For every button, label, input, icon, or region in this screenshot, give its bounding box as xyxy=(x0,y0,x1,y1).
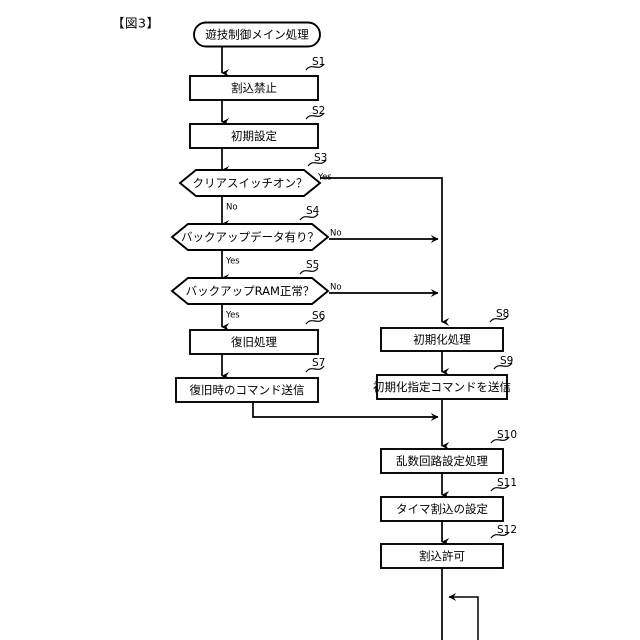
loop-back-connector xyxy=(448,592,479,640)
node-start: 遊技制御メイン処理 xyxy=(193,21,321,48)
s2-box-shape xyxy=(189,123,319,149)
node-s5: バックアップRAM正常？ S5 No Yes xyxy=(170,259,342,321)
s8-label: 初期化処理 xyxy=(413,333,471,347)
s3-no-branch-label: No xyxy=(226,203,238,213)
s11-step-label: S11 xyxy=(497,477,517,489)
s9-step-label: S9 xyxy=(500,355,513,367)
s8-step-label: S8 xyxy=(496,308,509,320)
s2-label: 初期設定 xyxy=(231,129,277,143)
s1-box-shape xyxy=(189,75,319,101)
s5-leader-line xyxy=(299,267,319,275)
s12-step-label: S12 xyxy=(497,524,517,536)
node-s1: 割込禁止 S1 xyxy=(189,56,325,101)
node-s7: 復旧時のコマンド送信 S7 xyxy=(175,357,325,403)
s4-step-label: S4 xyxy=(306,205,320,217)
s9-leader-line xyxy=(493,362,513,370)
node-s11: タイマ割込の設定 S11 xyxy=(380,477,517,522)
s4-decision-shape xyxy=(170,223,330,251)
s6-step-label: S6 xyxy=(312,310,326,322)
node-s6: 復旧処理 S6 xyxy=(189,310,326,355)
s4-yes-branch-label: Yes xyxy=(225,257,240,267)
edge-s7-to-s10-trunk xyxy=(252,402,439,422)
s1-label: 割込禁止 xyxy=(231,81,277,95)
s3-decision-shape xyxy=(178,169,322,197)
node-s2: 初期設定 S2 xyxy=(189,105,325,149)
s3-leader-line xyxy=(307,159,327,167)
s2-step-label: S2 xyxy=(312,105,325,117)
s2-leader-line xyxy=(305,112,325,120)
s5-decision-shape xyxy=(170,277,330,305)
figure-label: 【図3】 xyxy=(112,16,159,31)
edge-s3-yes-to-s8 xyxy=(320,177,450,327)
s4-label: バックアップデータ有り？ xyxy=(181,230,319,244)
s9-label: 初期化指定コマンドを送信 xyxy=(373,380,511,394)
s5-yes-branch-label: Yes xyxy=(225,311,240,321)
s12-label: 割込許可 xyxy=(419,549,465,563)
s4-leader-line xyxy=(299,213,319,221)
s4-no-branch-label: No xyxy=(330,229,342,239)
s1-leader-line xyxy=(305,63,325,71)
s10-leader-line xyxy=(490,436,510,444)
s11-leader-line xyxy=(490,484,510,492)
node-s4: バックアップデータ有り？ S4 No Yes xyxy=(170,205,342,267)
s11-box-shape xyxy=(380,496,504,522)
node-s3: クリアスイッチオン？ S3 Yes No xyxy=(178,152,332,213)
start-terminal-shape xyxy=(193,21,321,48)
s6-box-shape xyxy=(189,329,319,355)
s5-no-branch-label: No xyxy=(330,283,342,293)
node-s8: 初期化処理 S8 xyxy=(380,308,509,352)
s5-step-label: S5 xyxy=(306,259,319,271)
node-s12: 割込許可 S12 xyxy=(380,524,517,569)
s11-label: タイマ割込の設定 xyxy=(396,502,488,516)
s6-label: 復旧処理 xyxy=(231,335,277,349)
s3-step-label: S3 xyxy=(314,152,327,164)
start-terminal-label: 遊技制御メイン処理 xyxy=(205,28,309,42)
s5-label: バックアップRAM正常？ xyxy=(186,284,315,298)
s1-step-label: S1 xyxy=(312,56,325,68)
s10-step-label: S10 xyxy=(497,429,517,441)
s9-box-shape xyxy=(376,374,508,400)
s7-step-label: S7 xyxy=(312,357,325,369)
node-s9: 初期化指定コマンドを送信 S9 xyxy=(373,355,513,400)
s7-box-shape xyxy=(175,377,319,403)
s7-leader-line xyxy=(305,365,325,373)
s7-label: 復旧時のコマンド送信 xyxy=(190,383,305,397)
s12-leader-line xyxy=(490,531,510,539)
s10-label: 乱数回路設定処理 xyxy=(396,454,488,468)
s3-label: クリアスイッチオン？ xyxy=(193,176,308,190)
s6-leader-line xyxy=(305,317,325,325)
node-s10: 乱数回路設定処理 S10 xyxy=(380,429,517,474)
s8-leader-line xyxy=(489,315,509,323)
